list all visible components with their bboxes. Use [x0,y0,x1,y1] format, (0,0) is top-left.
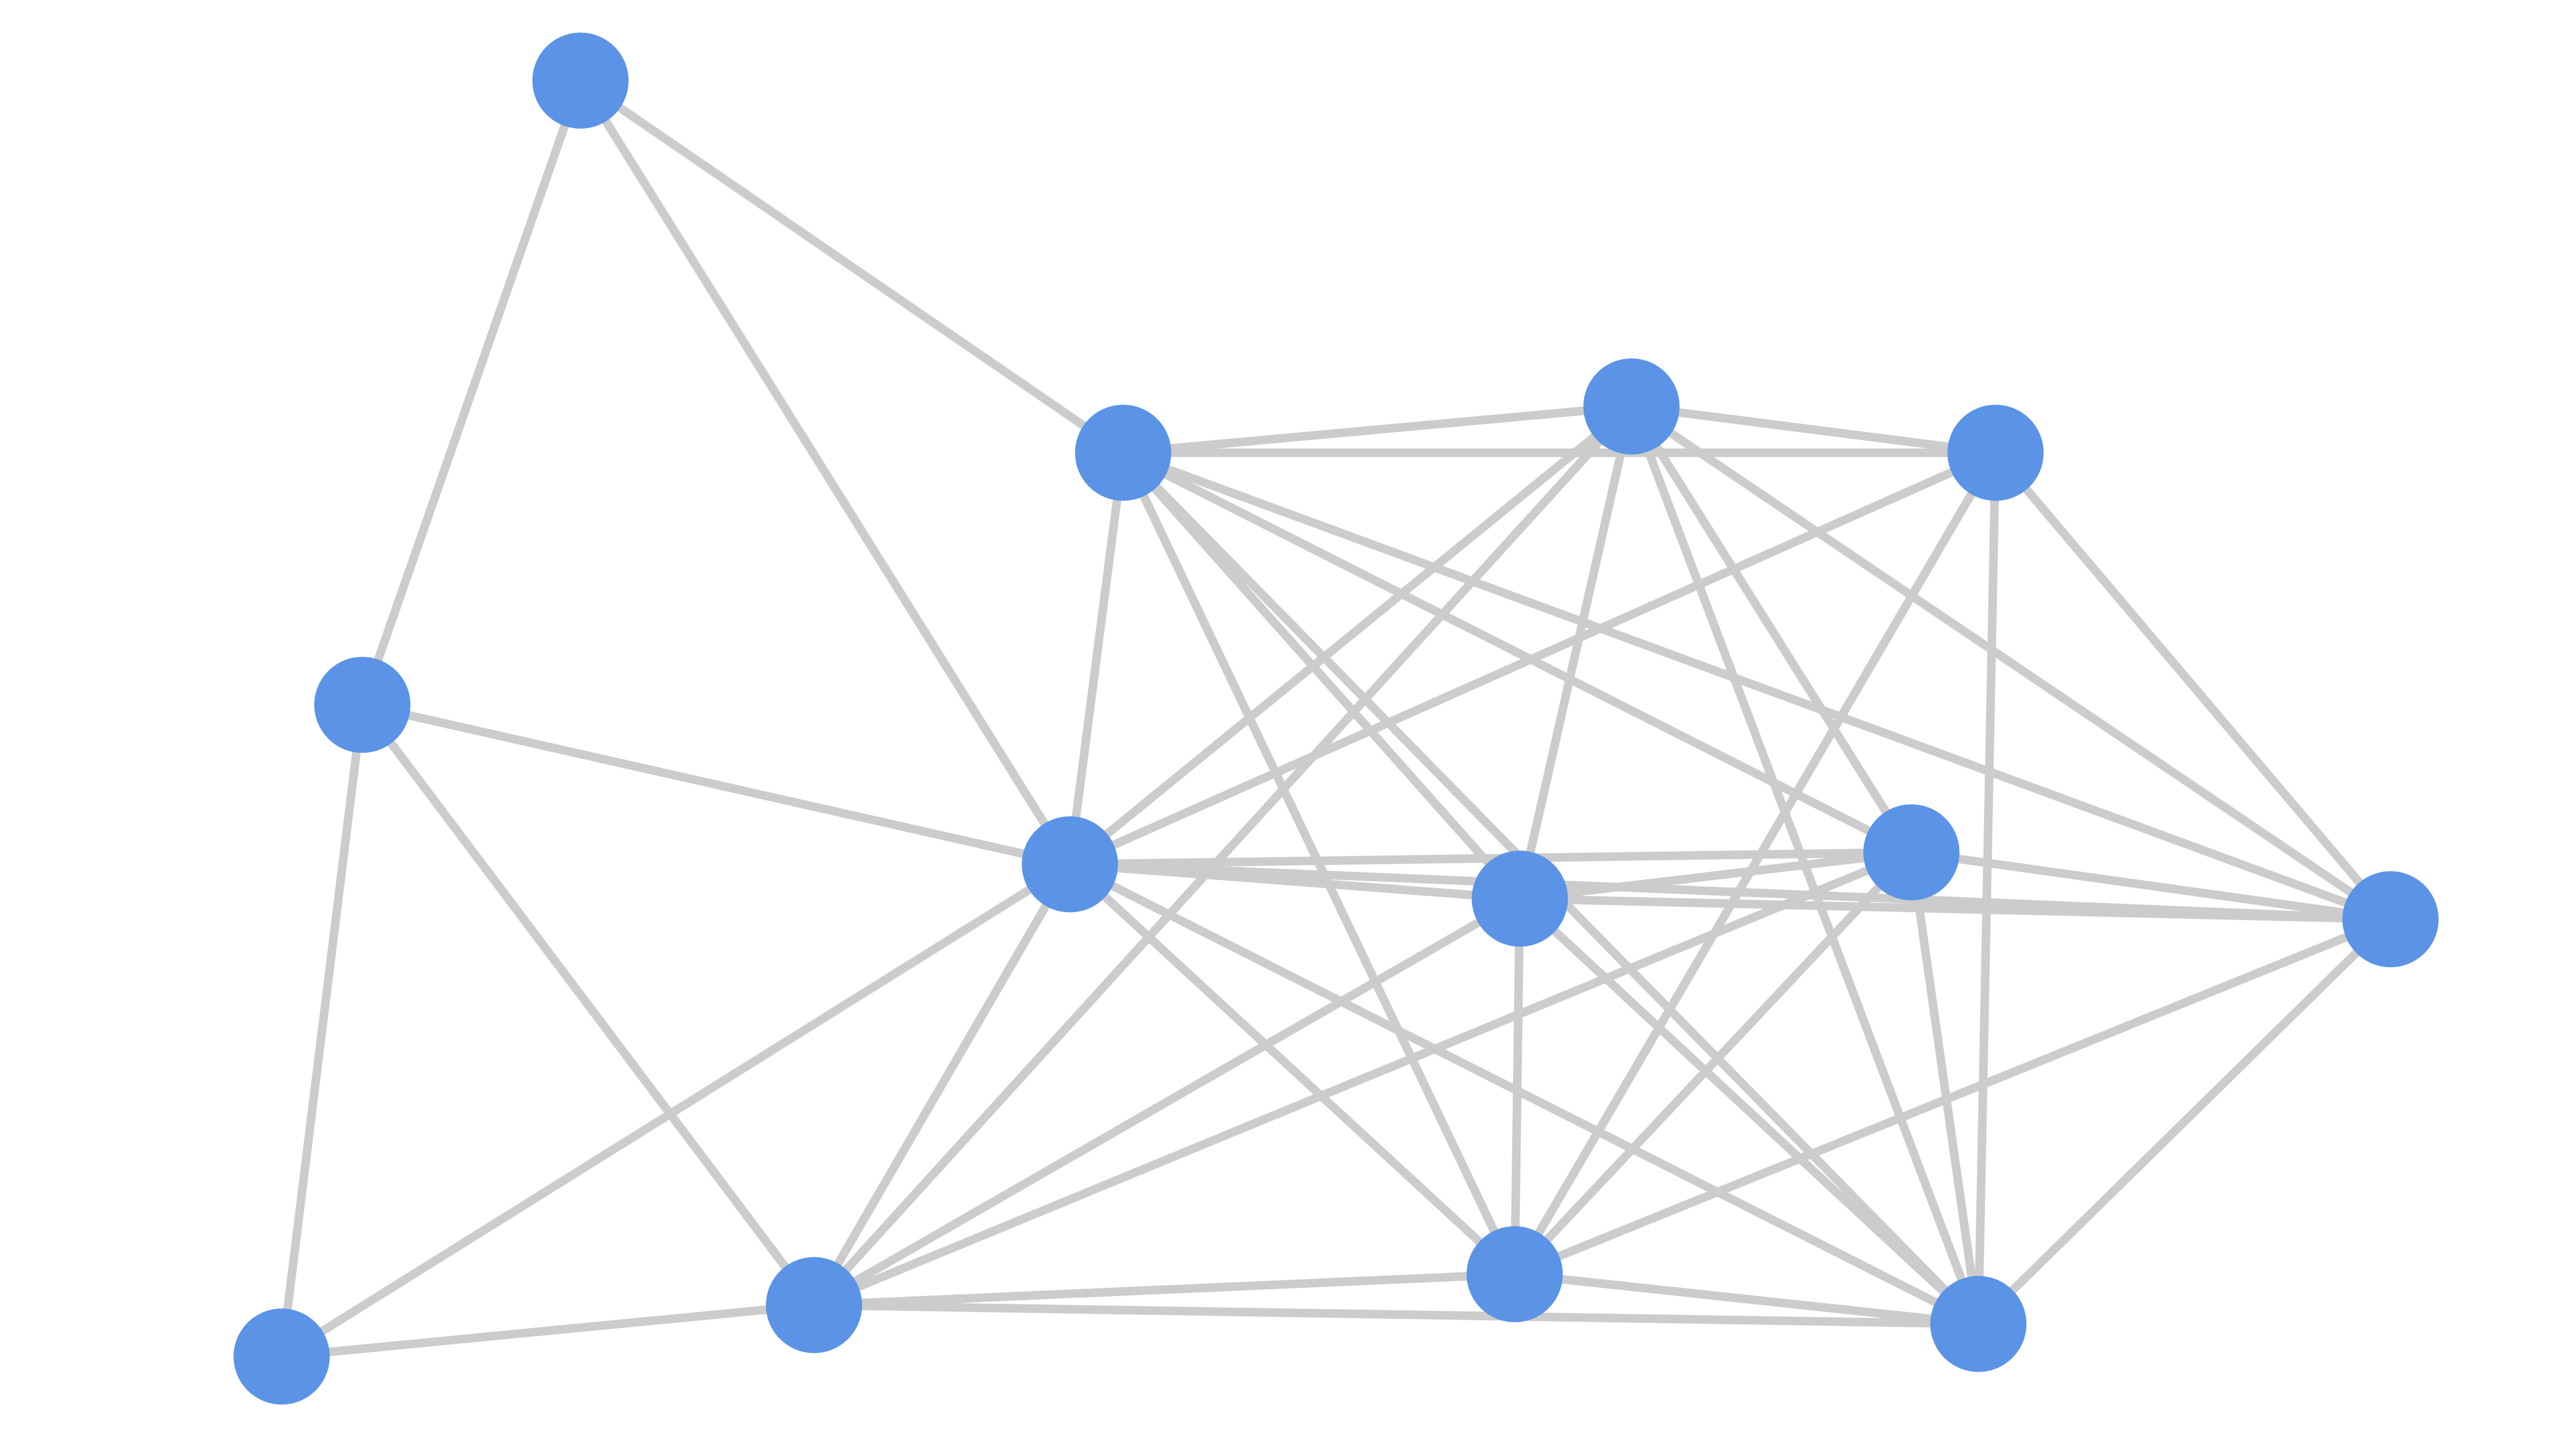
edge-n6-n12 [809,1301,1983,1328]
nodes-layer [233,32,2439,1405]
graph-node-n7[interactable] [1471,850,1568,947]
edge-n5-n8 [1065,848,1916,869]
edge-n1-n5 [358,701,1075,869]
edge-n3-n4 [1627,402,2000,457]
graph-node-n3[interactable] [1583,358,1680,455]
edge-n8-n12 [1907,848,1983,1328]
edge-n4-n5 [1065,448,2000,869]
edge-n5-n11 [1065,860,1519,1279]
graph-node-n11[interactable] [1466,1226,1563,1322]
graph-node-n2[interactable] [1075,404,1172,501]
edge-n2-n8 [1118,448,1916,857]
edge-n2-n3 [1118,402,1636,457]
edge-n5-n10 [277,860,1075,1361]
edge-n6-n8 [809,848,1916,1309]
edge-n3-n7 [1515,402,1636,903]
edge-n8-n9 [1907,848,2395,924]
graph-node-n8[interactable] [1863,804,1960,900]
graph-node-n1[interactable] [314,657,411,753]
edges-layer [277,76,2395,1361]
edge-n9-n11 [1510,915,2395,1279]
graph-node-n10[interactable] [233,1308,330,1405]
graph-node-n4[interactable] [1947,404,2044,501]
edge-n4-n12 [1974,448,2000,1328]
edge-n8-n11 [1510,848,1916,1279]
edge-n0-n5 [576,76,1075,869]
edge-n3-n9 [1627,402,2395,924]
edge-n4-n11 [1510,448,2000,1279]
edge-n7-n12 [1515,894,1983,1328]
edge-n3-n6 [809,402,1636,1309]
edge-n6-n11 [809,1270,1519,1309]
graph-node-n12[interactable] [1930,1276,2027,1372]
graph-node-n0[interactable] [532,32,629,129]
edge-n6-n7 [809,894,1524,1309]
edge-n9-n12 [1974,915,2395,1328]
edge-n5-n6 [809,860,1075,1309]
edge-n2-n9 [1118,448,2395,924]
edge-n7-n8 [1515,848,1916,903]
edge-n1-n10 [277,701,367,1361]
edge-n3-n5 [1065,402,1636,869]
graph-node-n5[interactable] [1022,816,1118,913]
edge-n2-n7 [1118,448,1524,903]
edge-n6-n10 [277,1301,819,1361]
edge-n5-n12 [1065,860,1983,1328]
graph-node-n9[interactable] [2342,871,2439,967]
edge-n0-n1 [358,76,585,709]
edge-n11-n12 [1510,1270,1983,1328]
edge-n1-n6 [358,701,819,1309]
edge-n4-n9 [1991,448,2395,924]
edge-n7-n9 [1515,894,2395,924]
edge-n3-n8 [1627,402,1916,857]
edge-n2-n5 [1065,448,1128,869]
edge-n7-n11 [1510,894,1524,1279]
edge-n0-n2 [576,76,1128,457]
graph-node-n6[interactable] [766,1257,862,1353]
